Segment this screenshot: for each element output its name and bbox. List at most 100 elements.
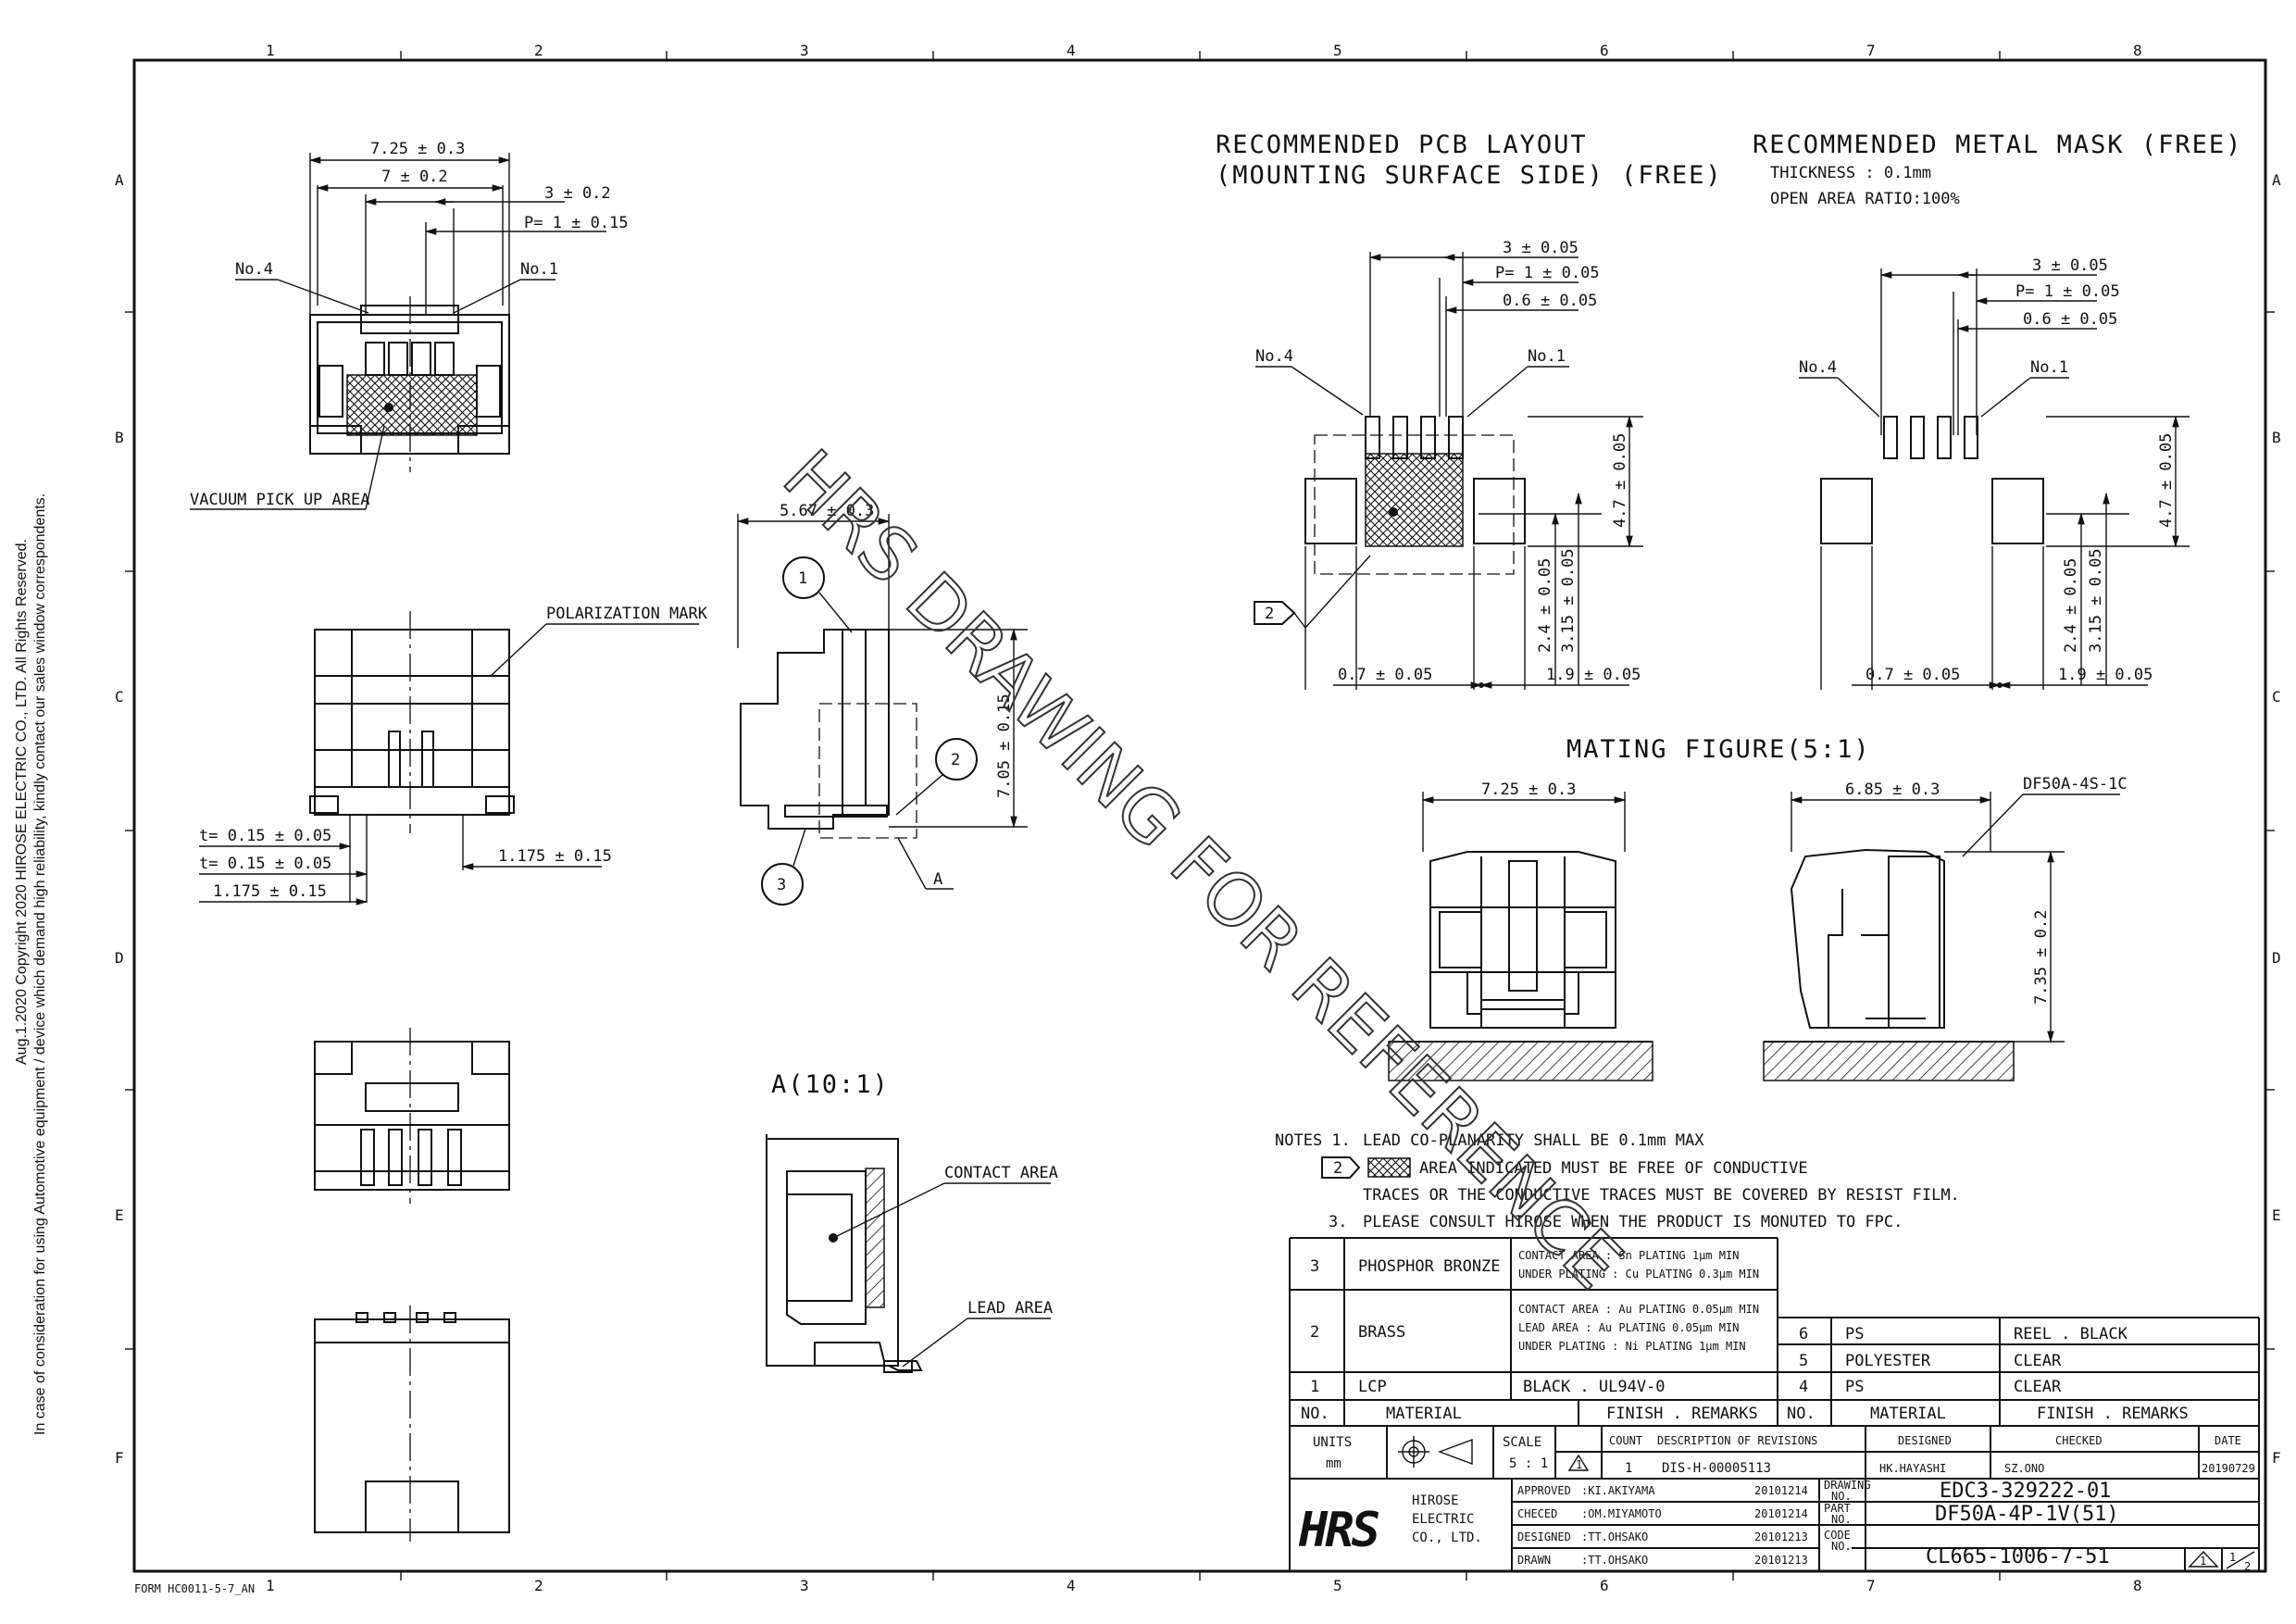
part-no-label-1: PART <box>1824 1502 1851 1515</box>
mat-row3-remark-2: UNDER PLATING : Cu PLATING 0.3μm MIN <box>1518 1268 1759 1280</box>
dim-thickness-2: t= 0.15 ± 0.05 <box>199 855 331 873</box>
drawing-no-label-2: NO. <box>1831 1490 1852 1503</box>
mask-thickness: THICKNESS : 0.1mm <box>1770 164 1931 182</box>
grid-col-top-6: 6 <box>1600 42 1609 59</box>
grid-col-top-7: 7 <box>1866 42 1876 59</box>
mat-row1-material: LCP <box>1358 1378 1387 1396</box>
mating-dim-width: 7.25 ± 0.3 <box>1481 781 1576 799</box>
sign-date-designed: 20101213 <box>1754 1530 1808 1543</box>
mat-hdr-material-left: MATERIAL <box>1386 1405 1462 1423</box>
dim-depth: 5.67 ± 0.3 <box>780 502 874 520</box>
mating-dim-height: 7.35 ± 0.2 <box>2032 910 2051 1005</box>
grid-col-top-4: 4 <box>1067 42 1076 59</box>
grid-row-left-D: D <box>115 949 124 967</box>
pcb-label-no1: No.1 <box>1528 347 1566 366</box>
note-2-ref: 2 <box>1333 1159 1342 1178</box>
count-value: 1 <box>1625 1461 1632 1476</box>
dim-thickness-1: t= 0.15 ± 0.05 <box>199 827 331 845</box>
materials-table: 3 PHOSPHOR BRONZE CONTACT AREA : Sn PLAT… <box>1289 1237 2260 1427</box>
pcb-dim-a: 2.4 ± 0.05 <box>1536 558 1554 653</box>
title-block: UNITS mm SCALE 5 : 1 1 COUNT 1 DESCRIPTI… <box>1289 1425 2260 1573</box>
grid-row-right-E: E <box>2272 1206 2281 1224</box>
sheet-rev: 1 <box>2200 1555 2206 1568</box>
date-label: DATE <box>2215 1434 2241 1447</box>
scale-value: 5 : 1 <box>1509 1456 1548 1471</box>
mat-row6-remark: REEL . BLACK <box>2014 1325 2128 1343</box>
mat-row2-material: BRASS <box>1358 1323 1405 1342</box>
label-contact-area: CONTACT AREA <box>944 1164 1058 1182</box>
mask-dim-span: 3 ± 0.05 <box>2032 256 2108 275</box>
mat-hdr-no-right: NO. <box>1787 1405 1816 1423</box>
mat-row4-material: PS <box>1845 1378 1864 1396</box>
grid-col-bottom-3: 3 <box>800 1577 809 1594</box>
label-no4: No.4 <box>235 260 273 279</box>
mask-dim-pitch: P= 1 ± 0.05 <box>2015 282 2120 301</box>
sign-date-checked: 20101214 <box>1754 1507 1808 1520</box>
mat-row2-remark-3: UNDER PLATING : Ni PLATING 1μm MIN <box>1518 1340 1746 1353</box>
grid-col-bottom-5: 5 <box>1333 1577 1342 1594</box>
note-3: PLEASE CONSULT HIROSE WHEN THE PRODUCT I… <box>1363 1213 1903 1231</box>
dim-offset-right: 1.175 ± 0.15 <box>498 847 612 866</box>
grid-row-left-F: F <box>115 1449 124 1467</box>
mat-row3-material: PHOSPHOR BRONZE <box>1358 1257 1501 1276</box>
mask-ratio: OPEN AREA RATIO:100% <box>1770 190 1960 208</box>
mat-row1-no: 1 <box>1310 1378 1319 1396</box>
grid-col-bottom-2: 2 <box>534 1577 543 1594</box>
mat-row4-remark: CLEAR <box>2014 1378 2062 1396</box>
code-number: CL665-1006-7-51 <box>1926 1545 2110 1568</box>
grid-col-bottom-6: 6 <box>1600 1577 1609 1594</box>
balloon-2: 2 <box>951 751 960 769</box>
top-view: 7.25 ± 0.3 7 ± 0.2 3 ± 0.2 P= 1 ± 0.15 N… <box>190 140 629 510</box>
mask-dim-right: 1.9 ± 0.05 <box>2058 666 2152 684</box>
mating-title: MATING FIGURE(5:1) <box>1566 735 1871 764</box>
projection-symbol-icon <box>1398 1436 1473 1468</box>
mask-dim-left: 0.7 ± 0.05 <box>1866 666 1960 684</box>
grid-reference <box>125 51 2275 1580</box>
part-number: DF50A-4P-1V(51) <box>1935 1503 2119 1526</box>
pcb-dim-height: 4.7 ± 0.05 <box>1611 433 1629 528</box>
note-3-no: 3. <box>1329 1213 1347 1231</box>
checked-value: SZ.ONO <box>2004 1462 2044 1475</box>
grid-col-bottom-1: 1 <box>266 1577 275 1594</box>
mating-dim-depth: 6.85 ± 0.3 <box>1845 781 1940 799</box>
grid-col-top-2: 2 <box>534 42 543 59</box>
pcb-dim-span: 3 ± 0.05 <box>1503 239 1578 257</box>
mask-label-no4: No.4 <box>1799 358 1837 377</box>
grid-row-left-B: B <box>115 429 124 446</box>
note-2b: TRACES OR THE CONDUCTIVE TRACES MUST BE … <box>1363 1186 1960 1205</box>
mat-row2-remark-2: LEAD AREA : Au PLATING 0.05μm MIN <box>1518 1321 1739 1334</box>
metal-mask: RECOMMENDED METAL MASK (FREE) THICKNESS … <box>1753 131 2242 690</box>
mask-title: RECOMMENDED METAL MASK (FREE) <box>1753 131 2242 159</box>
dim-pin-span: 3 ± 0.2 <box>544 184 611 203</box>
mating-partner-label: DF50A-4S-1C <box>2023 775 2128 793</box>
label-vacuum-area: VACUUM PICK UP AREA <box>190 491 369 509</box>
label-lead-area: LEAD AREA <box>967 1299 1053 1318</box>
count-label: COUNT <box>1609 1434 1642 1447</box>
units-label: UNITS <box>1313 1435 1352 1450</box>
detail-title: A(10:1) <box>771 1070 890 1099</box>
designed-label: DESIGNED <box>1898 1434 1952 1447</box>
mat-row1-remark: BLACK . UL94V-0 <box>1523 1378 1666 1396</box>
balloon-3: 3 <box>777 876 786 894</box>
checked-label: CHECKED <box>2055 1434 2103 1447</box>
sign-name-designed: :TT.OHSAKO <box>1581 1530 1648 1543</box>
part-no-label-2: NO. <box>1831 1513 1852 1526</box>
sign-role-approved: APPROVED <box>1517 1484 1571 1497</box>
grid-col-bottom-7: 7 <box>1866 1577 1876 1594</box>
copyright-line-2: In case of consideration for using Autom… <box>32 493 48 1435</box>
grid-col-bottom-8: 8 <box>2133 1577 2142 1594</box>
dim-offset-left: 1.175 ± 0.15 <box>213 882 327 901</box>
dim-height: 7.05 ± 0.15 <box>995 693 1014 798</box>
grid-col-bottom-4: 4 <box>1067 1577 1076 1594</box>
balloon-1: 1 <box>798 569 807 588</box>
sign-name-checked: :OM.MIYAMOTO <box>1581 1507 1662 1520</box>
pcb-dim-right: 1.9 ± 0.05 <box>1546 666 1641 684</box>
scale-label: SCALE <box>1503 1435 1541 1450</box>
sign-date-drawn: 20101213 <box>1754 1554 1808 1567</box>
company-line-1: HIROSE <box>1412 1493 1459 1508</box>
copyright-line-1: Aug.1.2020 Copyright 2020 HIROSE ELECTRI… <box>14 539 30 1065</box>
code-no-label-2: NO. <box>1831 1540 1852 1553</box>
notes-head: NOTES 1. <box>1275 1131 1351 1150</box>
grid-row-right-A: A <box>2272 171 2281 189</box>
